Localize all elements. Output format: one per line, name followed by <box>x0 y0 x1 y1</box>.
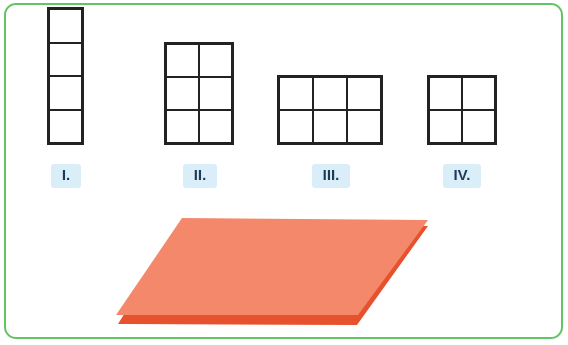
grid-cell <box>347 110 381 143</box>
grid-cell <box>166 110 199 143</box>
grid-cell <box>279 110 313 143</box>
grid-cell <box>199 77 232 110</box>
grid-figure-1 <box>47 7 84 145</box>
grid-cell <box>199 110 232 143</box>
grid-cell <box>49 76 82 110</box>
figure-label-4: IV. <box>443 164 481 188</box>
figure-label-2: II. <box>183 164 217 188</box>
grid-figure-2 <box>164 42 234 145</box>
grid-cell <box>313 77 347 110</box>
grid-cell <box>279 77 313 110</box>
grid-cell <box>166 77 199 110</box>
grid-cell <box>462 77 495 110</box>
parallelogram-shape <box>116 218 428 325</box>
grid-cell <box>462 110 495 143</box>
grid-cell <box>313 110 347 143</box>
grid-cell <box>49 9 82 43</box>
grid-cell <box>429 110 462 143</box>
grid-cell <box>199 44 232 77</box>
grid-figure-3 <box>277 75 383 145</box>
grid-cell <box>166 44 199 77</box>
figure-label-3: III. <box>312 164 350 188</box>
grid-cell <box>49 42 82 76</box>
parallelogram-face <box>116 218 428 315</box>
grid-figure-4 <box>427 75 497 145</box>
grid-cell <box>347 77 381 110</box>
grid-cell <box>429 77 462 110</box>
figure-label-1: I. <box>51 164 81 188</box>
grid-cell <box>49 109 82 143</box>
